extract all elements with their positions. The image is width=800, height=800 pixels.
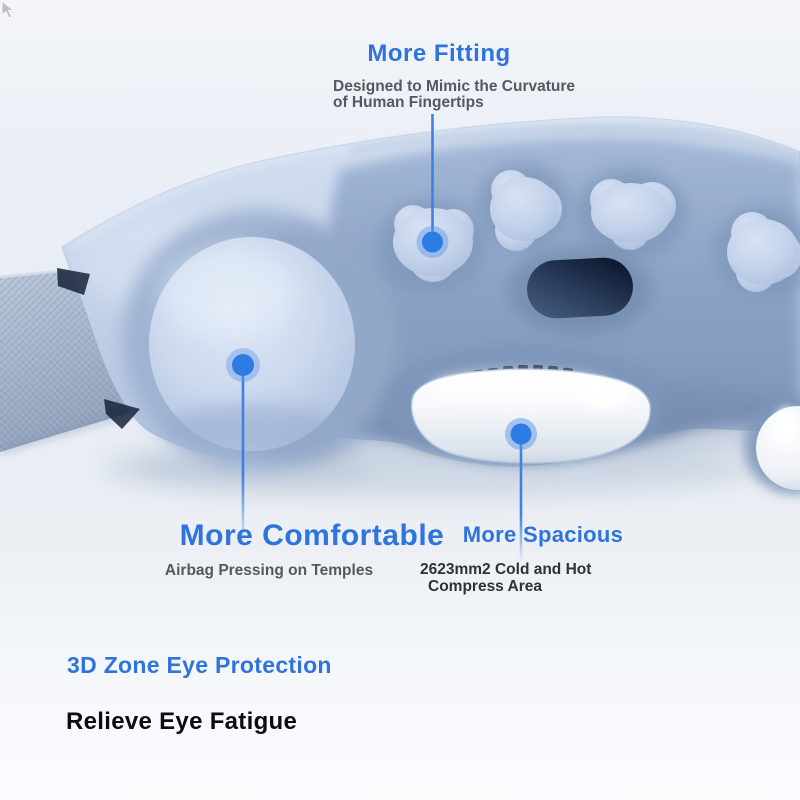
cold-hot-compress-pad [384, 344, 664, 464]
callout-markers [226, 114, 537, 562]
callout-desc-comfortable: Airbag Pressing on Temples [164, 562, 374, 579]
callout-dot-fitting [416, 226, 449, 258]
strap-slot-bottom [104, 399, 140, 429]
callout-desc-fitting-line1: Designed to Mimic the Curvature [333, 78, 576, 95]
callout-title-fitting: More Fitting [367, 40, 511, 67]
callout-dot-comfortable [226, 348, 260, 382]
temple-airbag-dome [122, 210, 405, 470]
callout-desc-spacious-line1: 2623mm2 Cold and Hot [420, 561, 592, 578]
mouse-cursor-icon [1, 0, 15, 19]
massage-knob-cluster-3 [576, 169, 686, 259]
callout-desc-fitting-line2: of Human Fingertips [333, 94, 484, 111]
massage-knob-cluster-4 [714, 207, 800, 297]
footer-subheadline: Relieve Eye Fatigue [66, 708, 298, 735]
callout-title-comfortable: More Comfortable [179, 519, 445, 552]
callout-desc-fitting: Designed to Mimic the Curvature of Human… [333, 79, 575, 111]
footer-headline: 3D Zone Eye Protection [67, 652, 332, 678]
strap-slot-top [57, 268, 90, 295]
right-compress-sphere [744, 398, 800, 494]
nose-recess-opening [508, 246, 652, 334]
callout-desc-spacious-line2: Compress Area [428, 578, 543, 595]
callout-title-spacious: More Spacious [462, 522, 624, 547]
massage-knob-cluster-2 [477, 164, 569, 251]
callout-dot-spacious [505, 418, 537, 450]
callout-desc-spacious: 2623mm2 Cold and Hot Compress Area [420, 561, 591, 595]
shell-rim-highlight [68, 115, 799, 250]
